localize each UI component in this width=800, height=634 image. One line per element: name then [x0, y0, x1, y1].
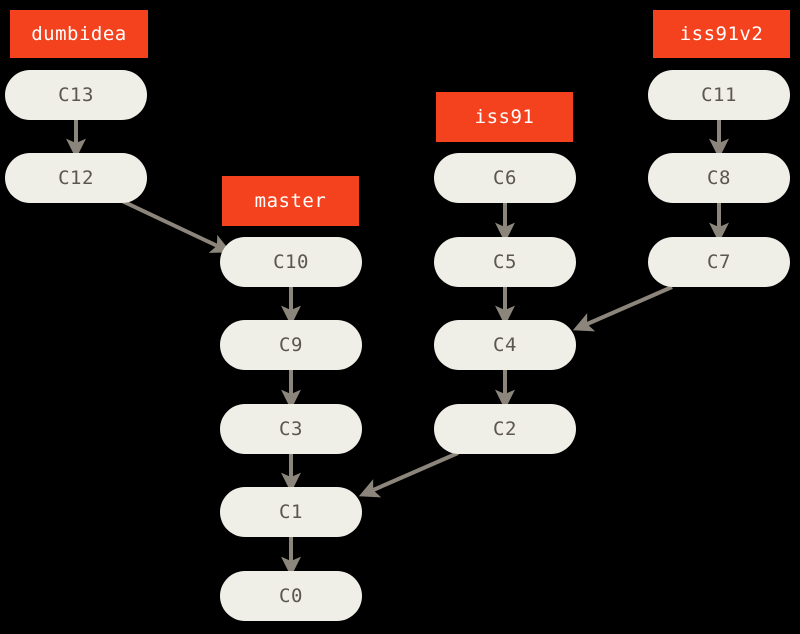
commit-node-c3[interactable]: C3	[220, 404, 362, 454]
commit-node-c5[interactable]: C5	[434, 237, 576, 287]
commit-node-c0[interactable]: C0	[220, 571, 362, 621]
commit-node-c13[interactable]: C13	[5, 70, 147, 120]
commit-node-c11[interactable]: C11	[648, 70, 790, 120]
branch-label-iss91[interactable]: iss91	[436, 92, 573, 142]
edge-c2-to-c1	[358, 451, 459, 498]
commit-node-c1[interactable]: C1	[220, 487, 362, 537]
commit-node-c10[interactable]: C10	[220, 237, 362, 287]
commit-node-c7[interactable]: C7	[648, 237, 790, 287]
commit-node-c8[interactable]: C8	[648, 153, 790, 203]
commit-node-c9[interactable]: C9	[220, 320, 362, 370]
commit-node-c6[interactable]: C6	[434, 153, 576, 203]
commit-node-c4[interactable]: C4	[434, 320, 576, 370]
branch-label-dumbidea[interactable]: dumbidea	[10, 10, 148, 58]
branch-label-iss91v2[interactable]: iss91v2	[653, 10, 790, 58]
edge-c12-to-c10	[119, 198, 232, 253]
edge-c7-to-c4	[572, 285, 673, 332]
branch-label-master[interactable]: master	[222, 176, 359, 226]
commit-node-c2[interactable]: C2	[434, 404, 576, 454]
commit-node-c12[interactable]: C12	[5, 153, 147, 203]
